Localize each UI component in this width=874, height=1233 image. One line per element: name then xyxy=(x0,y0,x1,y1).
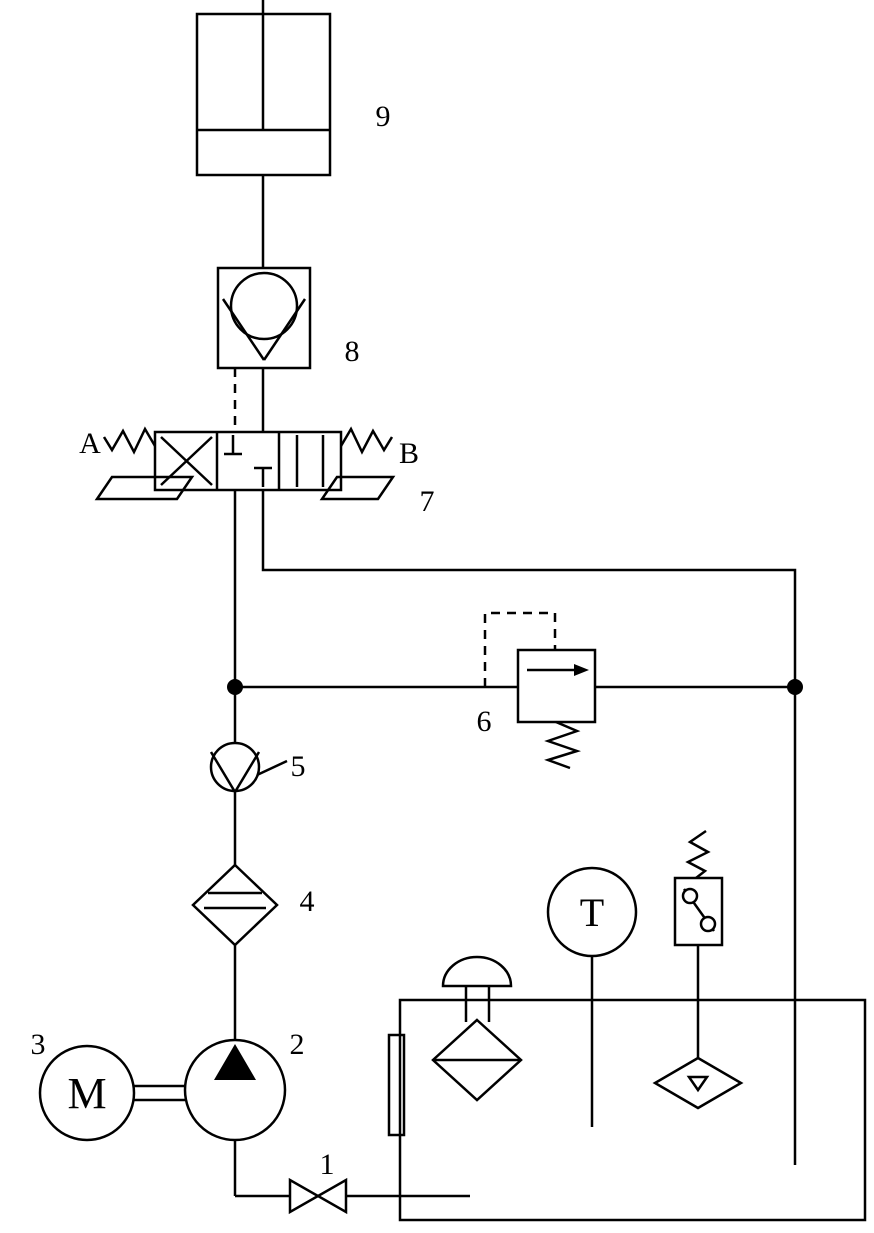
level-switch xyxy=(673,829,724,947)
check-valve xyxy=(209,741,288,793)
switch-body xyxy=(673,876,724,947)
junction-dot-left xyxy=(227,679,243,695)
suction-strainer xyxy=(652,1056,744,1110)
check-seat-left xyxy=(221,298,266,361)
check-seat-right xyxy=(262,298,307,361)
switch-spring-icon xyxy=(685,829,711,879)
shutoff-valve xyxy=(288,1177,348,1215)
label-pump: 2 xyxy=(290,1028,305,1061)
check-valve-ball-icon xyxy=(209,741,261,793)
junction-dot-right xyxy=(787,679,803,695)
spring-b-icon xyxy=(339,426,394,455)
label-motor: 3 xyxy=(31,1028,46,1061)
pump-flow-triangle-icon xyxy=(214,1044,256,1080)
level-gauge xyxy=(387,1033,406,1137)
component-labels: 9 8 A B 7 6 5 4 3 2 1 xyxy=(31,100,492,1181)
label-port-a: A xyxy=(79,427,101,460)
strainer-triangle-icon xyxy=(686,1075,710,1093)
breather-cap-icon xyxy=(441,955,513,988)
breather-filler xyxy=(431,955,523,1102)
motor-symbol: M xyxy=(67,1069,106,1118)
relief-flow-arrow-icon xyxy=(574,664,589,676)
check-ball-icon xyxy=(229,271,299,341)
label-cylinder: 9 xyxy=(376,100,391,133)
filter-diamond xyxy=(191,863,279,947)
cylinder xyxy=(195,12,332,177)
relief-pilot-dashed-line xyxy=(483,611,557,687)
shutoff-valve-right-triangle xyxy=(315,1177,348,1215)
pilot-check-valve xyxy=(216,266,312,370)
pilot-check-valve-body xyxy=(216,266,312,370)
strainer-diamond xyxy=(652,1056,744,1110)
check-valve-leader-line xyxy=(256,759,288,777)
tank-body xyxy=(398,998,867,1222)
pump xyxy=(183,1038,287,1142)
electric-motor: M xyxy=(38,1044,185,1142)
label-shutoff-valve: 1 xyxy=(320,1148,335,1181)
label-port-b: B xyxy=(399,437,419,470)
return-line xyxy=(261,490,797,1165)
label-relief-valve: 6 xyxy=(477,705,492,738)
label-filter: 4 xyxy=(300,885,315,918)
cylinder-body xyxy=(195,12,332,177)
relief-valve-body xyxy=(516,648,597,724)
shutoff-valve-left-triangle xyxy=(288,1177,321,1215)
spring-a-icon xyxy=(102,426,157,455)
relief-spring-icon xyxy=(544,720,582,770)
check-valve-seat-right xyxy=(233,751,261,793)
thermometer-symbol: T xyxy=(580,890,604,935)
breather-filter-diamond xyxy=(431,1018,523,1102)
valve-drain-right xyxy=(319,475,396,501)
switch-contact-lower xyxy=(699,915,717,933)
label-check-valve: 5 xyxy=(291,750,306,783)
filter xyxy=(191,863,279,947)
label-pilot-check-valve: 8 xyxy=(345,335,360,368)
label-directional-valve: 7 xyxy=(420,485,435,518)
thermometer-dial xyxy=(546,866,638,958)
thermometer: T xyxy=(546,866,638,958)
check-valve-seat-left xyxy=(209,751,237,793)
directional-valve xyxy=(94,426,396,501)
switch-contact-upper xyxy=(681,887,699,905)
pipe-lines xyxy=(233,0,797,1198)
tank xyxy=(387,998,867,1222)
motor-body xyxy=(38,1044,136,1142)
pump-body xyxy=(183,1038,287,1142)
valve-drain-left xyxy=(94,475,195,501)
valve-envelope xyxy=(153,430,343,492)
relief-valve xyxy=(516,648,597,770)
